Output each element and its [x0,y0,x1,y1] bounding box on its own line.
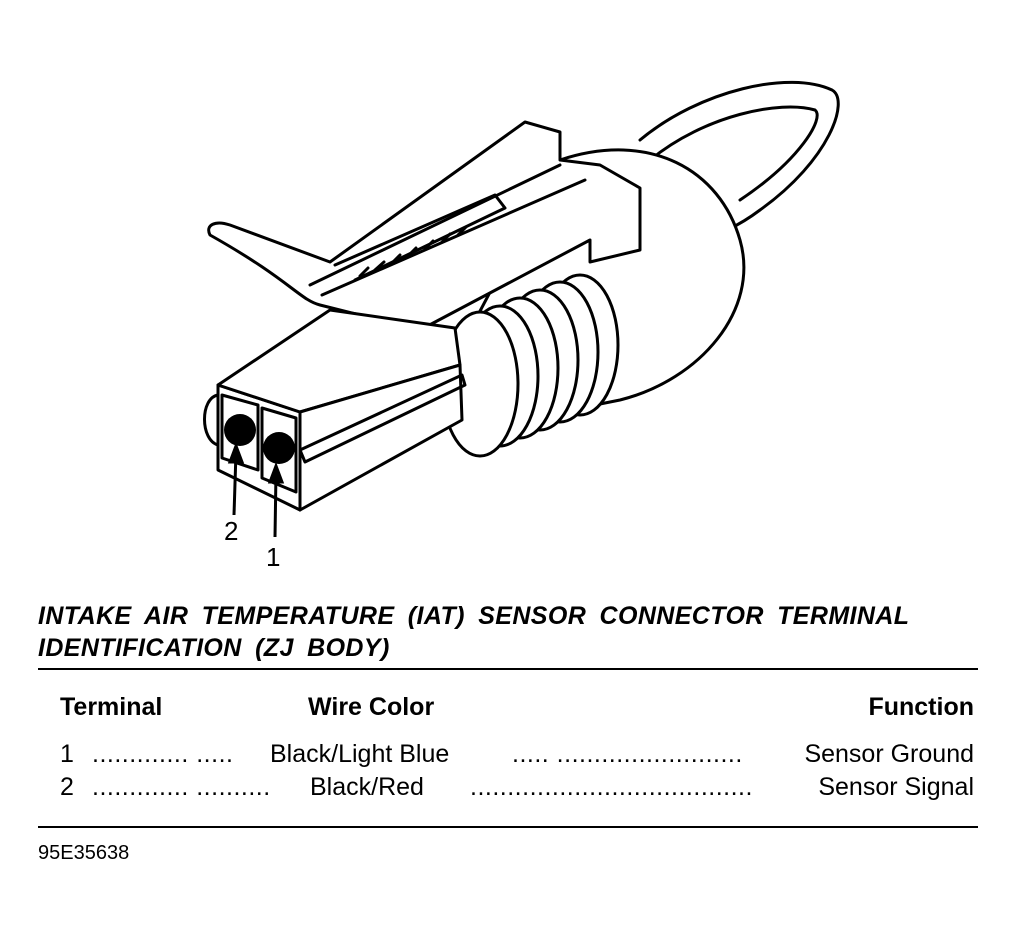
connector-illustration [203,80,840,538]
latch-inner-edge [308,163,587,297]
row-1-leader-dots: ............. ..... [92,740,234,768]
housing-tab [203,393,220,447]
terminal-cavity-1 [260,406,298,494]
wire-loop [638,80,840,240]
terminal-2-pin [224,414,256,446]
connector-side [298,363,464,512]
coil-rings [440,273,620,458]
row-1-trail-dots: ..... ......................... [512,740,743,768]
figure-title: INTAKE AIR TEMPERATURE (IAT) SENSOR CONN… [38,602,910,662]
row-2-leader-dots: ............. .......... [92,773,271,801]
row-2-function: Sensor Signal [818,773,974,801]
header-function: Function [868,693,974,721]
latch-ridges [358,225,468,278]
header-terminal: Terminal [60,693,163,721]
callout-1-arrowhead [267,461,285,484]
callout-2-arrowhead [227,441,245,464]
figure-id: 95E35638 [38,842,130,864]
row-1-wire-color: Black/Light Blue [270,740,450,768]
top-rule [38,668,978,670]
row-1-terminal: 1 [60,740,74,768]
row-2-terminal: 2 [60,773,74,801]
terminal-cavity-2 [220,393,260,472]
bottom-rule [38,826,978,828]
row-2-trail-dots: ...................................... [470,773,753,801]
row-2-wire-color: Black/Red [310,773,424,801]
callout-label-1: 1 [266,542,281,572]
key-rib [298,373,467,464]
connector-top [216,308,462,414]
callout-label-2: 2 [224,516,239,546]
row-1-function: Sensor Ground [804,740,974,768]
wire-loop-inner [648,105,819,202]
header-wire-color: Wire Color [308,693,435,721]
terminal-1-pin [263,432,295,464]
